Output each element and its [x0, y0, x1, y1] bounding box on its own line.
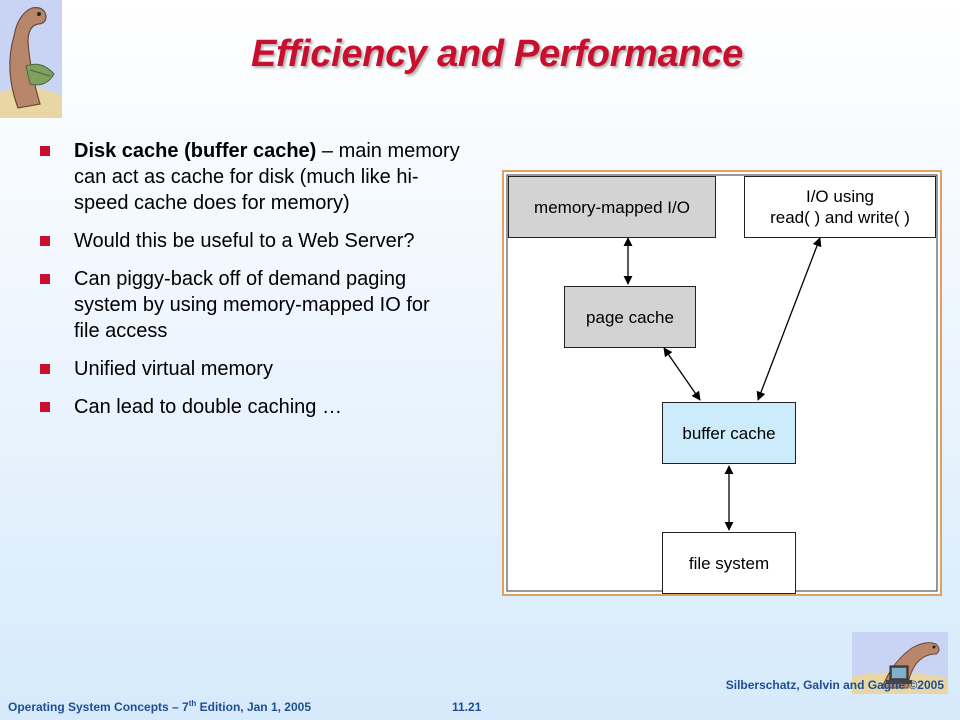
buffer-cache-label: buffer cache — [682, 423, 776, 443]
footer-right: Silberschatz, Galvin and Gagne ©2005 — [725, 678, 944, 692]
bullet-text: – main memory can act as cache for disk … — [74, 140, 460, 214]
bullet-square-icon — [40, 364, 50, 374]
bullet-item: Unified virtual memory — [40, 356, 460, 382]
io-using-label: I/O using — [805, 187, 875, 206]
dinosaur-logo-icon — [0, 0, 62, 118]
memory-mapped-io-box: memory-mapped I/O — [508, 176, 716, 238]
diagram-inner-frame — [506, 174, 938, 592]
bullet-item: Would this be useful to a Web Server? — [40, 228, 460, 254]
bullet-square-icon — [40, 146, 50, 156]
cache-diagram: memory-mapped I/O I/O using read( ) and … — [502, 170, 942, 596]
bullet-square-icon — [40, 236, 50, 246]
bullet-text: Unified virtual memory — [74, 358, 273, 380]
page-cache-label: page cache — [586, 307, 674, 327]
io-read-write-box: I/O using read( ) and write( ) — [744, 176, 936, 238]
bullet-bold-text: Disk cache (buffer cache) — [74, 140, 317, 162]
bullet-square-icon — [40, 402, 50, 412]
arrow-pagecache-buffercache — [663, 347, 701, 401]
read-write-label: read( ) and write( ) — [770, 208, 910, 227]
bullet-text: Would this be useful to a Web Server? — [74, 230, 415, 252]
bullet-item: Can lead to double caching … — [40, 394, 460, 420]
arrow-io-buffercache — [756, 237, 822, 401]
page-cache-box: page cache — [564, 286, 696, 348]
slide-title: Efficiency and Performance — [250, 33, 744, 75]
bullet-item: Disk cache (buffer cache) – main memory … — [40, 138, 460, 216]
bullet-list: Disk cache (buffer cache) – main memory … — [40, 138, 460, 432]
buffer-cache-box: buffer cache — [662, 402, 796, 464]
bullet-text: Can lead to double caching … — [74, 396, 342, 418]
file-system-box: file system — [662, 532, 796, 594]
dinosaur-laptop-icon — [852, 632, 948, 694]
bullet-item: Can piggy-back off of demand paging syst… — [40, 266, 460, 344]
file-system-label: file system — [688, 553, 770, 573]
footer-left: Operating System Concepts – 7th Edition,… — [8, 699, 312, 714]
bullet-square-icon — [40, 274, 50, 284]
memory-mapped-io-label: memory-mapped I/O — [534, 197, 690, 217]
bullet-text: Can piggy-back off of demand paging syst… — [74, 268, 430, 342]
footer-page-number: 11.21 — [452, 700, 482, 714]
